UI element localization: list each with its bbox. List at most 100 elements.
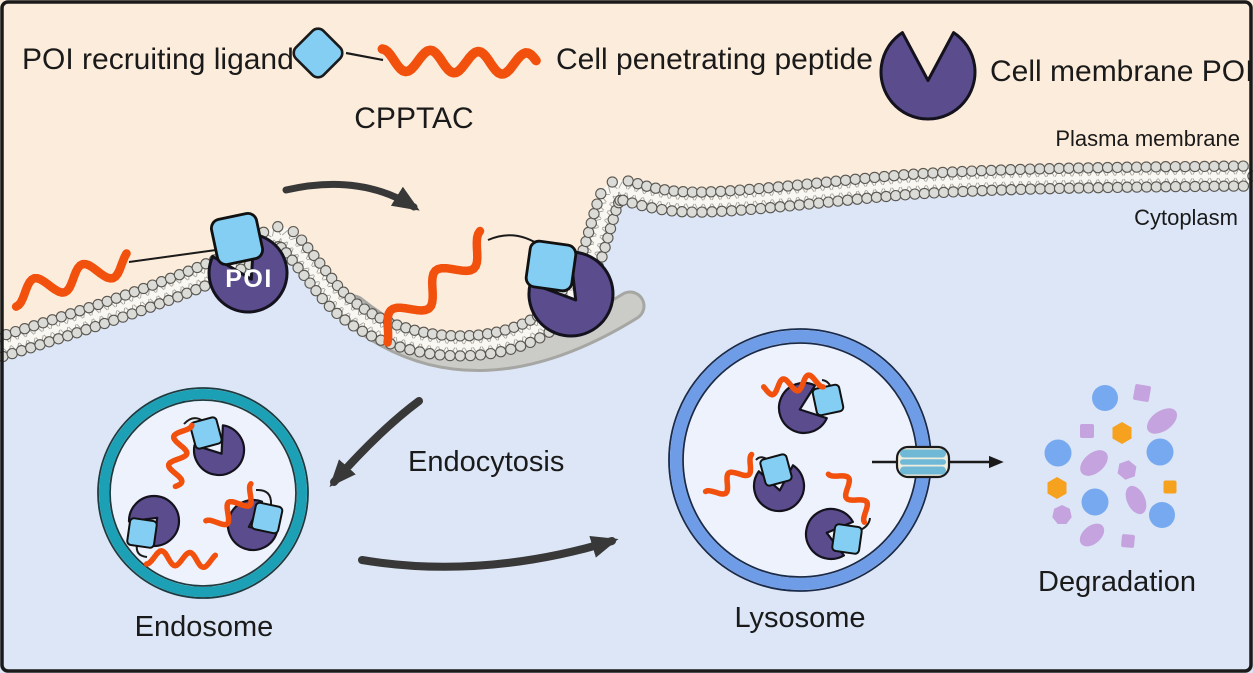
degradation-fragment (1133, 384, 1151, 402)
lipid-head (917, 167, 929, 180)
lipid-head (966, 165, 978, 177)
lipid-head (880, 190, 892, 203)
lipid-head (434, 349, 446, 361)
degradation-fragment (1146, 408, 1178, 434)
lipid-head (1082, 182, 1095, 194)
lipid-head (28, 320, 40, 332)
lipid-head (1237, 160, 1249, 172)
lipid-head (626, 197, 638, 209)
recruiting-ligand-square (524, 239, 578, 293)
recruiting-ligand-square (189, 416, 223, 450)
lipid-head (6, 347, 18, 360)
lipid-head (686, 186, 699, 198)
lipid-head (1004, 164, 1017, 176)
lipid-head (1189, 180, 1201, 193)
lipid-head (976, 185, 988, 197)
lipid-head (745, 203, 757, 216)
lipid-head (316, 292, 328, 305)
endocytosis-label: Endocytosis (408, 446, 564, 478)
lipid-head (1053, 162, 1065, 175)
plasma-membrane-label: Plasma membrane (1055, 126, 1240, 151)
ligand-diamond-icon (292, 27, 344, 79)
lipid-head (641, 180, 653, 192)
lipid-head (1063, 182, 1075, 194)
cpp-squiggle (377, 44, 541, 79)
lipid-head (1034, 183, 1046, 195)
lipid-head (764, 202, 777, 214)
lipid-tail (504, 341, 507, 350)
lipid-head (485, 347, 497, 360)
lipid-head (1043, 163, 1056, 175)
lipid-head (956, 165, 968, 178)
lipid-tail (618, 181, 623, 189)
poi-pacman (192, 424, 246, 477)
lipid-head (734, 184, 746, 196)
lipid-head (394, 341, 406, 353)
lipid-head (868, 171, 881, 184)
lipid-head (907, 168, 920, 180)
lipid-head (1189, 160, 1201, 173)
lipid-head (534, 332, 546, 344)
lipid-head (927, 167, 939, 179)
degradation-fragment (1125, 485, 1147, 515)
lipid-head (414, 346, 426, 358)
lipid-head (650, 182, 662, 194)
lipid-head (617, 194, 629, 206)
lipid-head (1169, 160, 1182, 173)
lipid-head (622, 175, 634, 187)
lipid-head (1102, 181, 1114, 194)
poi-pacman (879, 31, 977, 121)
lipid-head (310, 285, 322, 297)
lipid-head (326, 272, 338, 284)
lipid-head (832, 195, 844, 207)
lipid-head (602, 232, 614, 244)
lipid-head (813, 197, 825, 209)
endosome-inner-outline (109, 399, 297, 587)
lipid-tail (290, 237, 298, 241)
lipid-head (436, 329, 448, 341)
lipid-head (1208, 180, 1220, 192)
lipid-tail (281, 229, 288, 236)
lipid-head (323, 300, 336, 312)
lipid-tail (627, 183, 634, 190)
lipid-head (25, 342, 37, 354)
lipid-head (454, 350, 466, 362)
lipid-head (724, 185, 736, 197)
degradation-fragment (1092, 385, 1118, 411)
lipid-head (985, 164, 997, 177)
lipid-head (287, 225, 299, 238)
lipid-head (1024, 183, 1037, 195)
lipid-head (851, 193, 863, 205)
channel-stripe-middle (900, 459, 946, 465)
lipid-head (43, 336, 55, 348)
lipid-head (957, 185, 969, 198)
lipid-head (716, 205, 728, 217)
lipid-head (762, 182, 775, 194)
lipid-head (295, 234, 308, 246)
lipid-head (666, 205, 678, 217)
lipid-head (495, 346, 507, 358)
lipid-head (34, 339, 46, 351)
lipid-head (1237, 180, 1250, 192)
lipid-head (636, 199, 648, 212)
cpp-squiggle (760, 372, 826, 398)
poi-recruiting-ligand-label: POI recruiting ligand (22, 43, 294, 76)
lipid-head (1218, 160, 1230, 172)
lipid-head (793, 199, 806, 211)
cpp-squiggle (143, 548, 219, 571)
lipid-head (1228, 180, 1240, 192)
lipid-head (909, 188, 921, 200)
lipid-head (585, 217, 597, 229)
lipid-head (1121, 161, 1133, 173)
lipid-head (1199, 180, 1211, 193)
lipid-head (320, 265, 332, 277)
cell-membrane-poi-label: Cell membrane POI (990, 55, 1253, 88)
lipid-head (9, 325, 22, 338)
degradation-fragment (1052, 505, 1072, 524)
lipid-head (339, 314, 351, 326)
lipid-head (898, 169, 910, 181)
lipid-head (1198, 160, 1211, 173)
lipid-head (888, 170, 900, 182)
lipid-head (822, 196, 835, 208)
degradation-fragment (1080, 450, 1108, 476)
